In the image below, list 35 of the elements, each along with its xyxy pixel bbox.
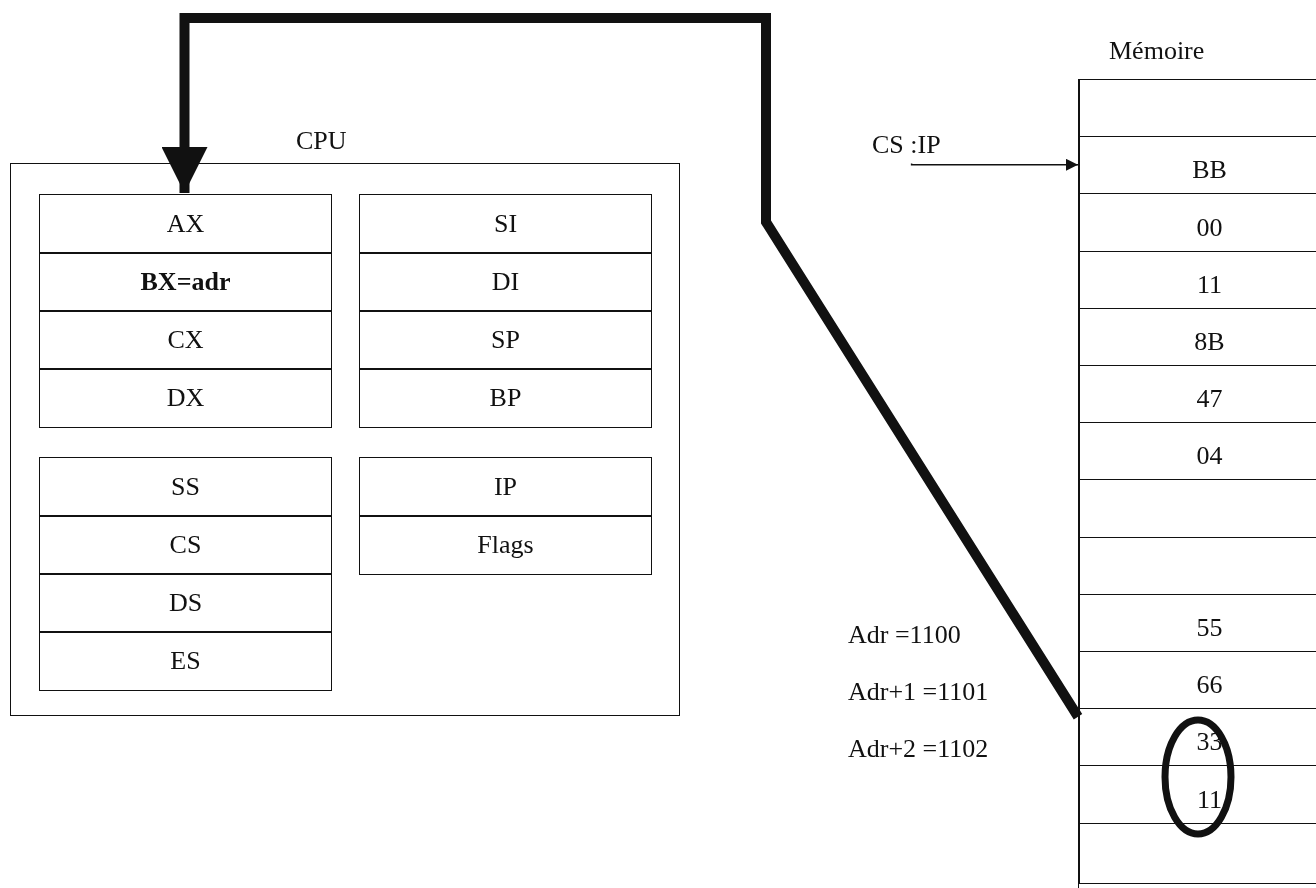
register-cell: BX=adr: [39, 252, 332, 312]
memory-title: Mémoire: [1109, 36, 1205, 66]
memory-cell: 47: [1079, 366, 1316, 424]
thick-arrow: [161, 13, 1083, 720]
register-cell: DS: [39, 573, 332, 633]
memory-cell: BB: [1079, 137, 1316, 195]
memory-cell: [1079, 480, 1316, 538]
arrow: [910, 158, 1079, 171]
memory-cell: 8B: [1079, 308, 1316, 366]
memory-cell: 04: [1079, 423, 1316, 481]
address-label: Adr =1100: [848, 620, 961, 650]
register-cell: SS: [39, 457, 332, 517]
register-cell: SI: [359, 194, 652, 254]
register-cell: DI: [359, 252, 652, 312]
register-cell: BP: [359, 368, 652, 428]
register-cell: ES: [39, 631, 332, 691]
register-cell: DX: [39, 368, 332, 428]
address-label: Adr+1 =1101: [848, 677, 989, 707]
memory-cell: [1079, 80, 1316, 138]
register-cell: SP: [359, 310, 652, 370]
register-cell: AX: [39, 194, 332, 254]
memory-cell: 66: [1079, 652, 1316, 710]
register-cell: CX: [39, 310, 332, 370]
register-cell: Flags: [359, 515, 652, 575]
register-cell: CS: [39, 515, 332, 575]
memory-cell: 11: [1079, 251, 1316, 309]
register-cell: IP: [359, 457, 652, 517]
memory-cell: 00: [1079, 194, 1316, 252]
address-label: Adr+2 =1102: [848, 734, 989, 764]
memory-cell: 55: [1079, 594, 1316, 652]
cpu-title: CPU: [296, 126, 347, 156]
memory-cell: [1079, 537, 1316, 595]
memory-cell: 11: [1079, 766, 1316, 824]
pointer-label: CS :IP: [872, 130, 982, 162]
memory-cell: [1079, 823, 1316, 884]
